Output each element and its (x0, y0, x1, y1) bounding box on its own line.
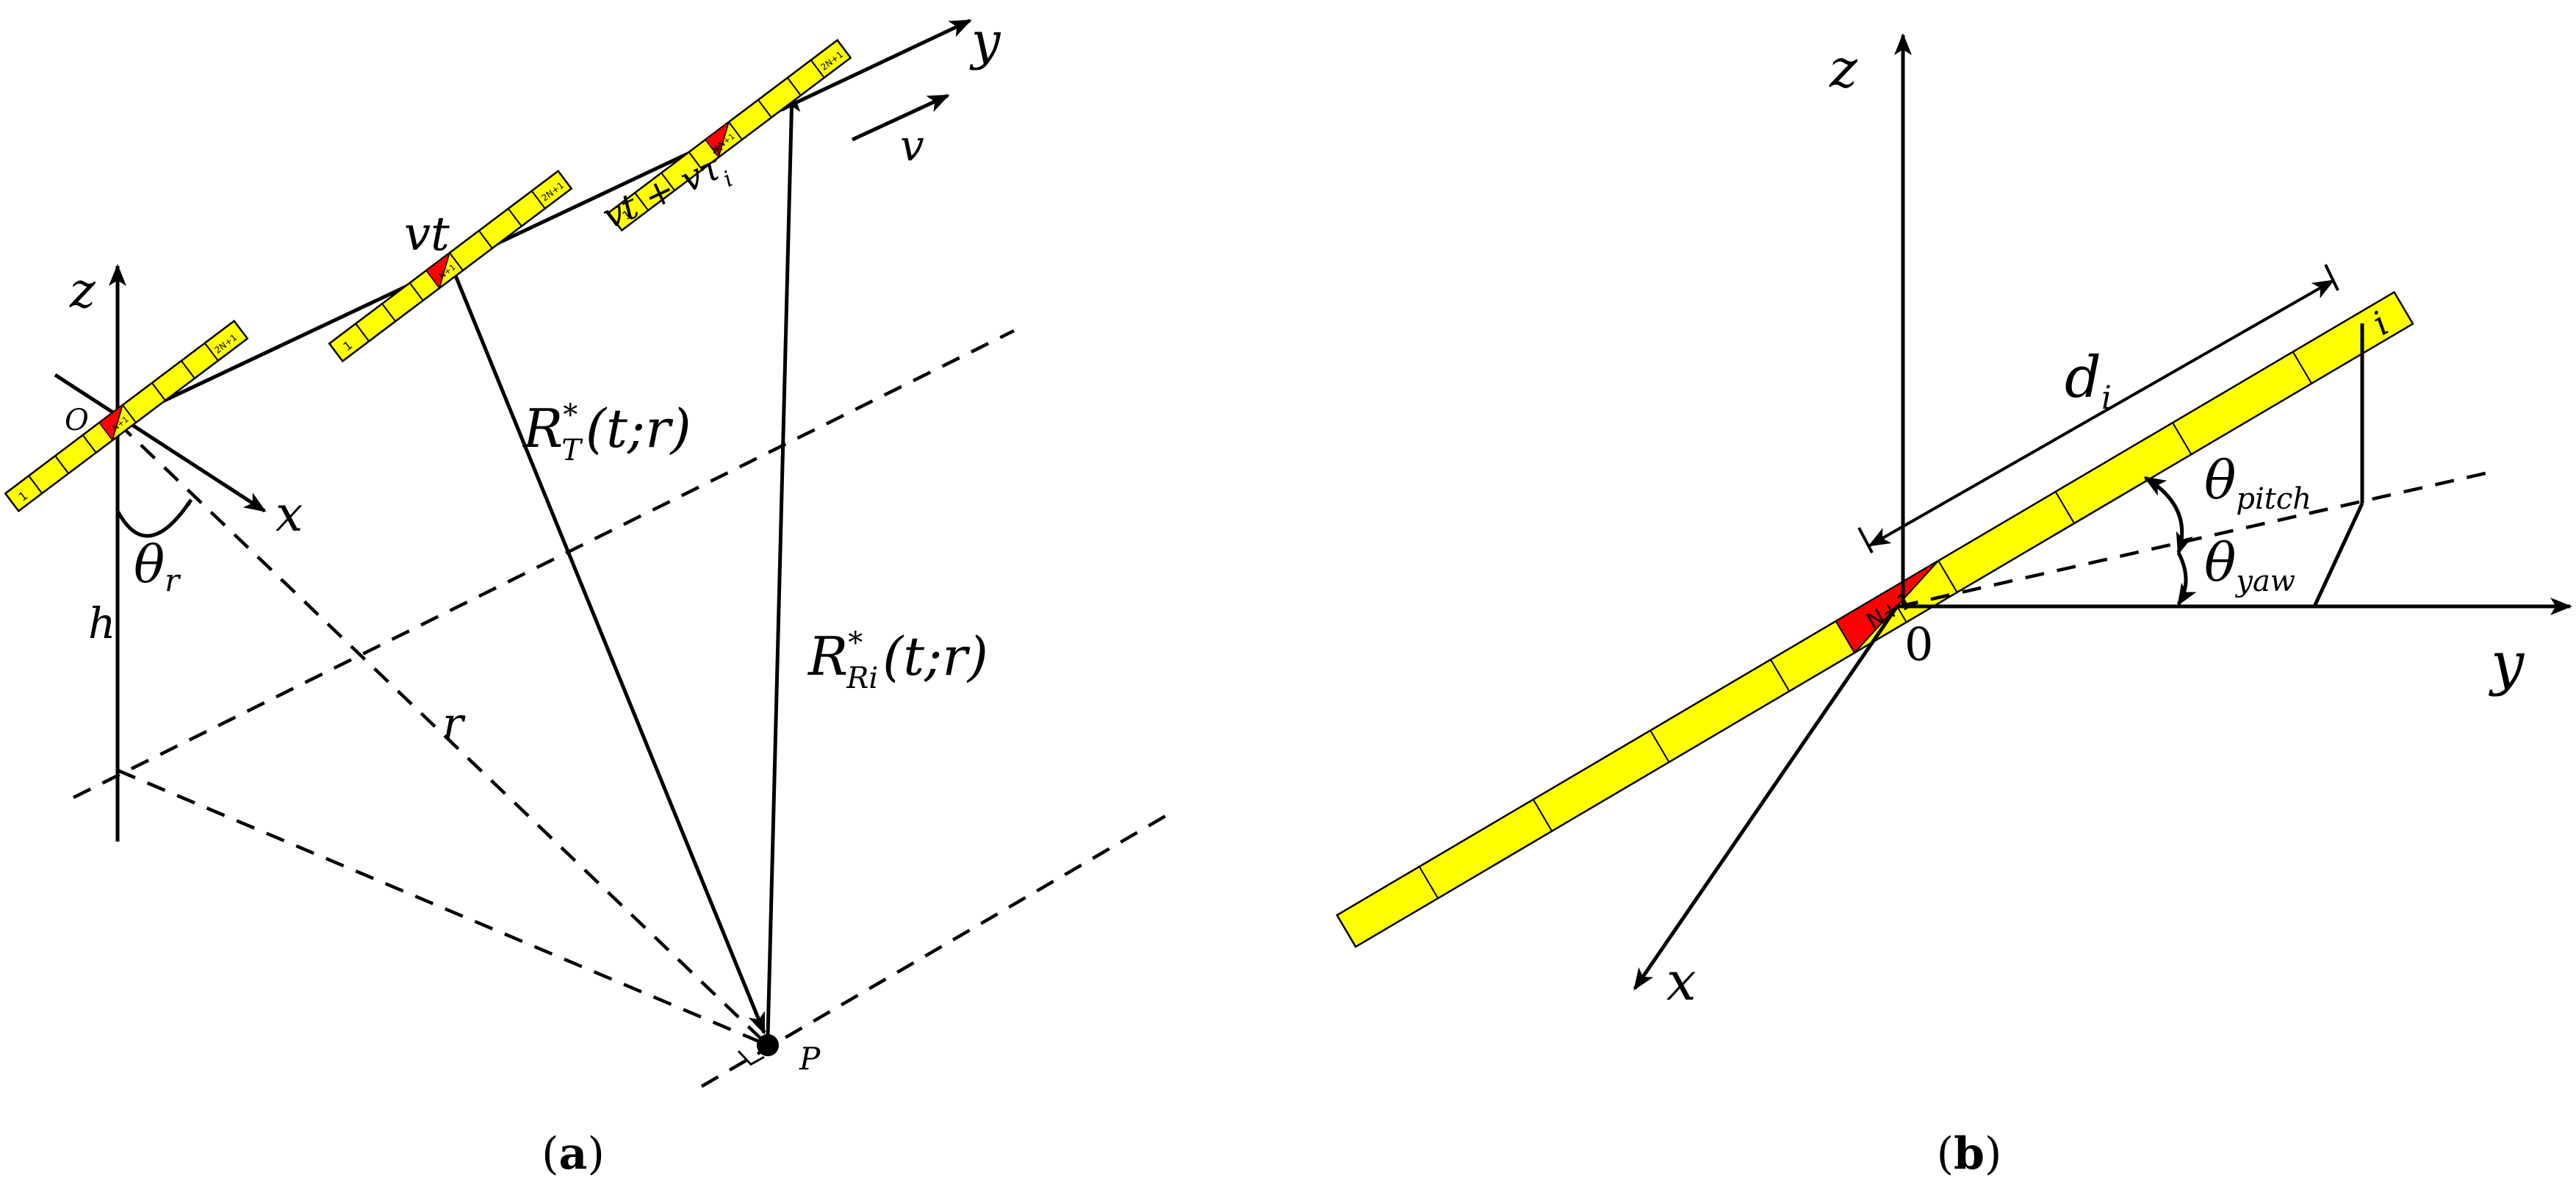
y-axis-label-b: y (2489, 629, 2525, 698)
rt-line (453, 275, 766, 1035)
array-at-vt: 1 N+1 2N+1 (328, 169, 573, 363)
rr-label: R*Ri(t;r) (807, 626, 988, 695)
origin-label: O (65, 404, 89, 437)
rr-sub: Ri (846, 662, 878, 695)
x-axis-b (1633, 605, 1899, 991)
di-main: d (2065, 345, 2101, 411)
yaw-sub: yaw (2234, 564, 2295, 598)
point-p-label: P (799, 1041, 821, 1077)
vt-tau-label: vt + vτ*i (594, 139, 741, 245)
antenna-bar-b: N+1 i (1335, 290, 2414, 948)
x-axis-a (54, 373, 267, 513)
vt-tau-main: vt + vτ (596, 146, 728, 237)
yaw-label: θyaw (2204, 531, 2295, 598)
ground-line-2 (700, 813, 1170, 1088)
range-label: r (442, 698, 466, 750)
theta-r-arc (115, 498, 193, 538)
target-point-p (757, 1034, 779, 1056)
y-axis-label-a: y (969, 11, 1001, 71)
di-arrow (1868, 279, 2335, 547)
x-axis-label-b: x (1666, 950, 1697, 1012)
theta-r-subscript: r (165, 562, 181, 598)
z-axis-label-a: z (69, 262, 96, 319)
y-axis-a (116, 18, 972, 425)
caption-b: (b) (1937, 1128, 2002, 1180)
caption-a: (a) (542, 1128, 605, 1180)
rr-line (766, 90, 801, 1037)
yaw-arc (2176, 551, 2197, 606)
velocity-arrow (851, 93, 950, 142)
rt-args: (t;r) (586, 398, 691, 459)
rt-sub: T (561, 434, 583, 467)
origin-label-b: 0 (1904, 617, 1933, 671)
yaw-theta: θ (2204, 531, 2236, 593)
pitch-label: θpitch (2204, 449, 2311, 516)
rt-label: R*T(t;r) (522, 398, 691, 467)
vt-label: vt (404, 207, 450, 262)
panel-a: 1 N+1 2N+1 1 N+1 2N+1 (4, 11, 1170, 1180)
z-axis-label-b: z (1829, 37, 1858, 99)
height-label: h (88, 598, 115, 648)
velocity-label: v (900, 121, 924, 171)
ground-line-1 (73, 329, 1015, 800)
rr-sup: * (848, 626, 863, 660)
pitch-arc (2143, 476, 2193, 555)
array-at-vt-tau: 1 N+1 2N+1 (607, 38, 852, 232)
theta-symbol: θ (134, 534, 165, 595)
theta-r-label: θr (134, 534, 181, 598)
pitch-theta: θ (2204, 449, 2236, 511)
projection-to-y-line (2312, 502, 2364, 608)
di-ext-start (1857, 527, 1874, 553)
x-axis-label-a: x (276, 486, 303, 542)
right-angle-mark (737, 1050, 765, 1066)
array-at-origin: 1 N+1 2N+1 (4, 319, 249, 513)
range-line (116, 421, 769, 1047)
panel-b: N+1 i z y x 0 di θpitch θy (1335, 33, 2572, 1180)
di-sub: i (2101, 379, 2112, 417)
pitch-sub: pitch (2236, 482, 2311, 516)
di-ext-end (2324, 264, 2339, 291)
ground-line-3 (117, 768, 769, 1047)
di-label: di (2065, 345, 2112, 417)
rt-main: R (522, 398, 563, 459)
rt-sup: * (563, 398, 578, 432)
rr-args: (t;r) (882, 626, 988, 687)
rr-main: R (807, 626, 848, 687)
